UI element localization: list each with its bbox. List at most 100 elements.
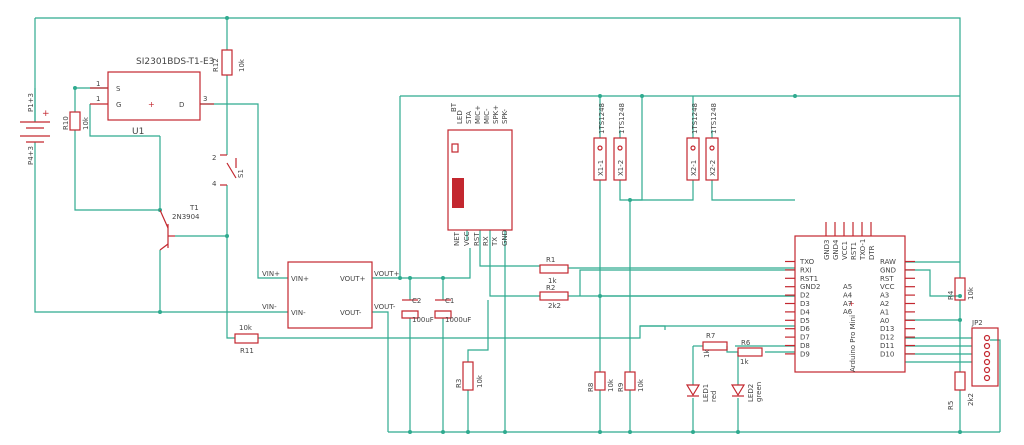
- transistor-t1: T1 2N3904: [159, 204, 200, 251]
- arduino-mid-pin-label: A4: [843, 291, 853, 299]
- r12-label: R12: [212, 58, 220, 72]
- bt-pin-mic-plus: MIC+: [474, 105, 482, 124]
- r7-value: 1k: [703, 349, 711, 358]
- led2-label: LED2: [747, 384, 755, 402]
- connector-x2: X2-1 X2-2 1TS1248 1TS1248: [686, 103, 719, 181]
- arduino-right-pin-label: A3: [880, 292, 889, 300]
- connector-x1: X1-1 X1-2 1TS1248 1TS1248: [593, 103, 627, 181]
- junctions: [73, 16, 962, 434]
- resistor-r6: R6 1k: [737, 339, 763, 366]
- arduino-right-pin-label: D11: [880, 342, 894, 350]
- arduino-pins: TXORXIRST1GND2D2D3D4D5D6D7D8D9RAWGNDRSTV…: [785, 239, 915, 358]
- bt-pin-net: NET: [453, 231, 461, 246]
- ts3-label: 1TS1248: [691, 103, 699, 134]
- arduino-label: Arduino Pro Mini: [849, 315, 857, 372]
- x1-2-label: X1-2: [617, 160, 625, 176]
- arduino-left-pin-label: D5: [800, 317, 810, 325]
- arduino-top-pin-label: VCC1: [841, 241, 849, 260]
- resistor-r9: R9 10k: [617, 371, 645, 392]
- arduino-right-pin-label: D10: [880, 350, 894, 358]
- arduino-left-pin-label: RST1: [800, 275, 818, 283]
- resistor-r8: R8 10k: [587, 371, 615, 392]
- c1-label: C1: [445, 297, 454, 305]
- r2-label: R2: [546, 284, 555, 292]
- conv-vin-minus: VIN-: [291, 309, 306, 317]
- led2-value: green: [755, 382, 763, 402]
- r10-value: 10k: [82, 116, 90, 130]
- arduino-mid-pin-label: A7: [843, 300, 852, 308]
- r6-label: R6: [741, 339, 751, 347]
- arduino-left-pin-label: D6: [800, 325, 810, 333]
- r9-label: R9: [617, 383, 625, 392]
- arduino-left-pin-label: D4: [800, 308, 810, 316]
- u1-label: U1: [132, 127, 144, 137]
- bt-pin-rx: RX: [482, 236, 490, 246]
- s1-pin4: 4: [212, 180, 217, 188]
- resistor-r1: R1 1k: [539, 256, 569, 285]
- bt-pin-rst: RST: [473, 232, 481, 246]
- r3-value: 10k: [476, 374, 484, 388]
- r6-value: 1k: [740, 358, 749, 366]
- arduino-top-pin-label: DTR: [868, 245, 876, 260]
- conv-vout-plus: VOUT+: [340, 275, 366, 283]
- arduino-left-pin-label: D9: [800, 350, 810, 358]
- r10-label: R10: [62, 116, 70, 130]
- r1-value: 1k: [548, 277, 557, 285]
- capacitor-c1: C1 1000uF: [434, 297, 471, 324]
- u1-pin1b: 1: [96, 95, 100, 103]
- header-jp2: JP2: [971, 319, 999, 387]
- r5-label: R5: [947, 401, 955, 410]
- x2-2-label: X2-2: [709, 160, 717, 176]
- r12-value: 10k: [238, 58, 246, 72]
- r1-label: R1: [546, 256, 555, 264]
- arduino-right-pin-label: RAW: [880, 258, 896, 266]
- arduino-top-pin-label: TXO-1: [859, 239, 867, 261]
- r7-label: R7: [706, 332, 715, 340]
- arduino-left-pin-label: RXI: [800, 266, 812, 274]
- arduino-right-pin-label: D12: [880, 334, 894, 342]
- switch-s1: 2 4 S1: [212, 154, 245, 188]
- r11-value: 10k: [239, 324, 253, 332]
- arduino-left-pin-label: D3: [800, 300, 810, 308]
- u1-manufacturer: SI2301BDS-T1-E3: [136, 57, 214, 67]
- svg-text:+: +: [42, 109, 50, 119]
- t1-value: 2N3904: [172, 213, 200, 221]
- u1-pin-d: D: [179, 101, 184, 109]
- svg-text:+: +: [848, 299, 855, 308]
- arduino-left-pin-label: D2: [800, 292, 810, 300]
- resistor-r4: R4 10k: [947, 277, 975, 301]
- r5-value: 2k2: [967, 393, 975, 406]
- r11-label: R11: [240, 347, 254, 355]
- vout-minus-net: VOUT-: [374, 303, 396, 311]
- arduino-right-pin-label: GND: [880, 266, 896, 274]
- c2-label: C2: [412, 297, 421, 305]
- battery-symbol: + P1+3 P4+3: [20, 93, 50, 165]
- arduino-right-pin-label: A0: [880, 317, 889, 325]
- arduino-right-pin-label: RST: [880, 275, 894, 283]
- arduino-left-pin-label: D8: [800, 342, 810, 350]
- x2-1-label: X2-1: [690, 160, 698, 176]
- dc-dc-converter: VIN+ VIN- VOUT+ VOUT- VIN+ VIN- VOUT+ VO…: [262, 261, 400, 329]
- arduino-right-pin-label: A1: [880, 308, 889, 316]
- p1-label: P1+3: [27, 93, 35, 112]
- resistor-r7: R7 1k: [702, 332, 728, 358]
- bt-pin-tx: TX: [491, 237, 499, 247]
- ts1-label: 1TS1248: [598, 103, 606, 134]
- led1: LED1 red: [685, 384, 718, 402]
- resistor-r3: R3 10k: [455, 361, 484, 391]
- vin-plus-net: VIN+: [262, 270, 280, 278]
- led2: LED2 green: [730, 382, 763, 402]
- arduino-right-pin-label: A2: [880, 300, 889, 308]
- r4-label: R4: [947, 290, 955, 300]
- r3-label: R3: [455, 379, 463, 388]
- bt-pin-gnd: GND: [501, 230, 509, 246]
- s1-pin2: 2: [212, 154, 216, 162]
- bt-pin-sta: STA: [465, 111, 473, 124]
- r8-label: R8: [587, 383, 595, 392]
- arduino-top-pin-label: RST1: [850, 242, 858, 260]
- arduino-right-pin-label: D13: [880, 325, 894, 333]
- led1-label: LED1: [702, 384, 710, 402]
- u1-pin-s: S: [116, 85, 121, 93]
- bluetooth-module: BT LED STA MIC+ MIC- SPK+ SPK- NET VCC R…: [447, 102, 513, 247]
- r8-value: 10k: [607, 378, 615, 392]
